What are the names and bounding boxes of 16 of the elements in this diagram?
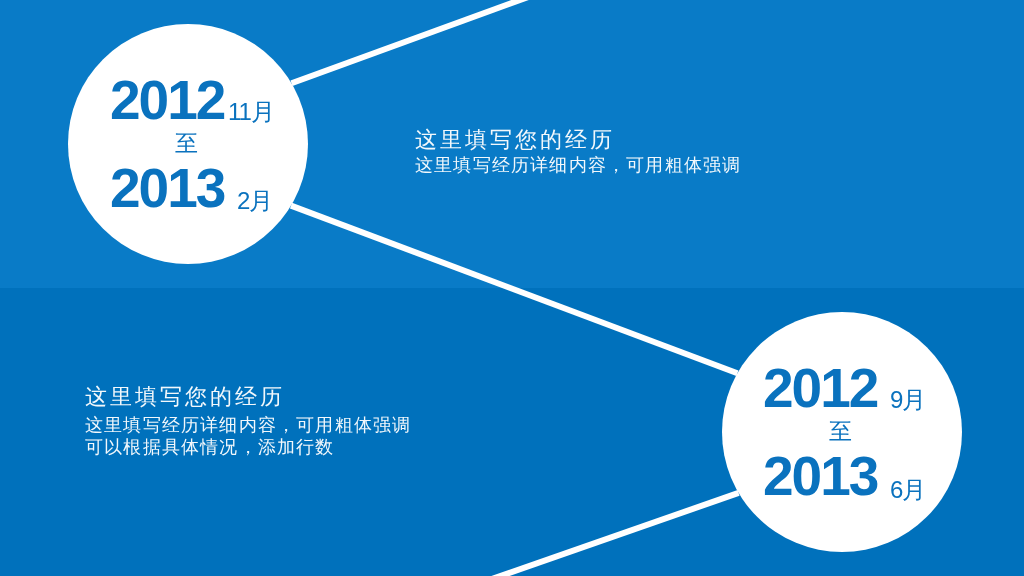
month-text: 6月 [890, 478, 926, 502]
description-text: 这里填写经历详细内容，可用粗体强调 [85, 415, 412, 435]
section-heading: 这里填写您的经历 [415, 128, 615, 153]
month-text: 9月 [890, 388, 926, 412]
description-text: 这里填写经历详细内容，可用粗体强调 [415, 155, 742, 175]
year-text: 2012 [110, 73, 225, 128]
month-text: 11月 [228, 100, 274, 124]
section-heading: 这里填写您的经历 [85, 385, 285, 410]
connector-line [289, 202, 739, 377]
month-text: 2月 [237, 189, 273, 213]
range-word: 至 [175, 132, 198, 155]
description-text: 可以根据具体情况，添加行数 [85, 437, 335, 457]
year-text: 2013 [763, 449, 878, 504]
range-word: 至 [829, 420, 852, 443]
year-text: 2013 [110, 161, 225, 216]
year-text: 2012 [763, 361, 878, 416]
